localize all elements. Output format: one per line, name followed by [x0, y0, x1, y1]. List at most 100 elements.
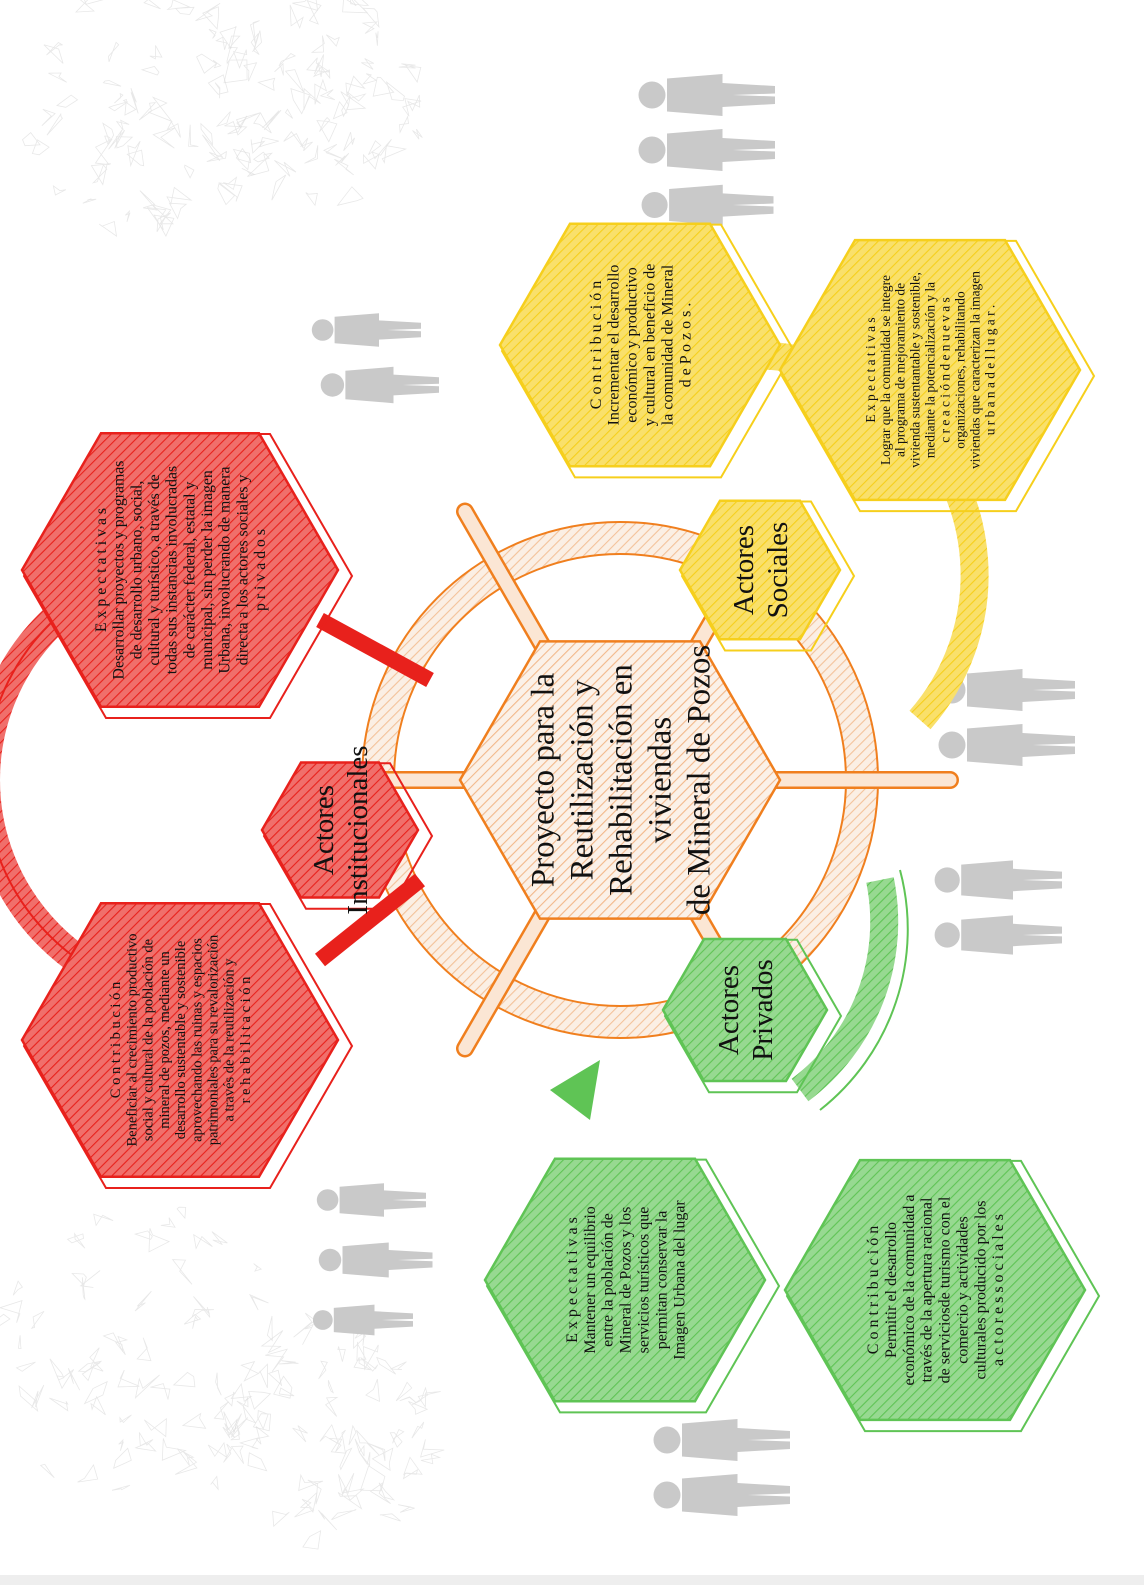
hub-hexagon-institucionales: ActoresInstitucionales — [260, 745, 434, 915]
card-text-line: y cultural en beneficio de — [642, 264, 659, 427]
hub-label-institucionales: ActoresInstitucionales — [308, 745, 374, 914]
title-line: Rehabilitación en — [604, 664, 640, 896]
person-silhouette — [638, 129, 775, 171]
tree-sketch — [0, 1206, 299, 1491]
card-text-contribucion: C o n t r i b u c i ó nIncrementar el de… — [588, 264, 695, 427]
person-silhouette — [641, 184, 774, 226]
card-text-line: c r e a c i ó n d e n u e v a s — [938, 297, 953, 442]
hub-label-line: Actores — [728, 525, 760, 615]
card-text-line: a c t o r e s s o c i a l e s — [990, 1214, 1007, 1366]
card-text-line: E x p e c t a t i v a s — [564, 1217, 581, 1343]
card-text-contribucion: C o n t r i b u c i ó nPermitir el desar… — [865, 1194, 1007, 1385]
hub-label-line: Sociales — [762, 522, 794, 619]
card-text-line: desarrollo sustentable y sostenible — [173, 941, 189, 1140]
card-text-line: E x p e c t a t i v a s — [863, 317, 878, 422]
title-line: Reutilización y — [565, 679, 601, 880]
card-text-line: Permitir el desarrollo — [883, 1222, 900, 1358]
center-project-hexagon: Proyecto para laReutilización yRehabilit… — [458, 640, 782, 920]
card-text-line: económico de la comunidad a — [901, 1194, 918, 1385]
background-decoration — [0, 0, 1075, 1550]
hub-label-line: Actores — [713, 965, 745, 1055]
card-text-line: u r b a n a d e l l u g a r . — [983, 305, 998, 436]
person-silhouette — [316, 1183, 427, 1217]
hub-label-line: Privados — [747, 959, 779, 1061]
hub-label-line: Actores — [308, 785, 340, 875]
card-hexagon-privados-expectativas: E x p e c t a t i v a sMantener un equil… — [483, 1157, 781, 1414]
tree-sketch — [223, 0, 423, 207]
hub-hexagon-sociales: ActoresSociales — [678, 499, 856, 652]
title-line: Proyecto para la — [526, 672, 562, 887]
card-text-line: d e P o z o s . — [677, 303, 694, 388]
card-text-line: organizaciones, rehabilitando — [953, 291, 968, 449]
person-silhouette — [320, 366, 439, 404]
card-text-line: Imagen Urbana del lugar — [671, 1200, 688, 1360]
card-text-line: comercio y actividades — [954, 1216, 971, 1364]
card-text-line: r e h a b i l i t a c i ó n — [238, 976, 254, 1104]
spoke — [456, 892, 559, 1058]
hub-label-line: Institucionales — [342, 745, 374, 914]
person-silhouette — [638, 74, 775, 116]
card-text-line: todas sus instancias involucradas — [164, 466, 181, 674]
person-silhouette — [653, 1474, 790, 1516]
card-text-line: al programa de mejoramiento de — [893, 283, 908, 457]
card-hexagon-sociales-expectativas: E x p e c t a t i v a sLograr que la com… — [778, 238, 1096, 513]
card-text-line: E x p e c t a t i v a s — [93, 508, 110, 632]
card-text-line: la comunidad de Mineral — [660, 264, 677, 425]
card-text-line: patrimoniales para su revalorización — [206, 934, 222, 1145]
person-silhouette — [938, 724, 1075, 766]
person-silhouette — [653, 1419, 790, 1461]
card-text-line: C o n t r i b u c i ó n — [108, 981, 124, 1098]
card-text-expectativas: E x p e c t a t i v a sDesarrollar proye… — [93, 461, 269, 680]
card-text-line: viviendas que caracterizan la imagen — [968, 271, 983, 469]
person-silhouette — [318, 1242, 433, 1278]
card-text-line: Desarrollar proyectos y programas — [111, 461, 128, 680]
card-text-line: a través de la reutilización y — [222, 958, 238, 1122]
card-text-line: vivienda sustentantable y sostenible, — [908, 272, 923, 468]
title-line: viviendas — [643, 717, 679, 843]
card-text-line: de carácter federal, estatal y — [181, 482, 198, 659]
card-text-line: Mantener un equilibrio — [582, 1206, 599, 1354]
card-text-line: Lograr que la comunidad se integre — [878, 275, 893, 465]
hub-label-privados: ActoresPrivados — [713, 959, 779, 1061]
hub-label-sociales: ActoresSociales — [728, 522, 794, 619]
center-project-title: Proyecto para laReutilización yRehabilit… — [526, 645, 718, 915]
card-text-line: culturales producido por los — [972, 1200, 989, 1379]
group-sociales: ActoresSociales C o n t r i b u c i ó nIn… — [498, 222, 1096, 652]
card-text-line: social y cultural de la población de — [141, 939, 157, 1141]
person-silhouette — [311, 313, 422, 347]
card-hexagon-institucionales-expectativas: E x p e c t a t i v a sDesarrollar proye… — [20, 431, 354, 719]
card-text-expectativas: E x p e c t a t i v a sMantener un equil… — [564, 1200, 689, 1360]
card-text-line: C o n t r i b u c i ó n — [865, 1226, 882, 1354]
card-text-line: Incrementar el desarrollo — [606, 265, 623, 426]
hub-hexagon-privados: ActoresPrivados — [661, 937, 843, 1094]
card-hexagon-sociales-contribucion: C o n t r i b u c i ó nIncrementar el de… — [498, 222, 796, 479]
card-text-line: de desarrollo urbano, social, — [128, 481, 145, 660]
group-privados: ActoresPrivados E x p e c t a t i v a sMa… — [483, 937, 1101, 1433]
card-text-line: entre la población de — [600, 1213, 617, 1347]
title-line: de Mineral de Pozos — [682, 645, 718, 915]
card-hexagon-privados-contribucion: C o n t r i b u c i ó nPermitir el desar… — [783, 1158, 1101, 1433]
person-silhouette — [312, 1304, 414, 1336]
card-text-line: Urbana, involucrando de manera — [217, 466, 234, 673]
bottom-strip — [0, 1575, 1144, 1585]
person-silhouette — [934, 860, 1062, 900]
tree-sketch — [22, 0, 276, 237]
card-text-line: permitan conservar la — [653, 1211, 670, 1350]
card-text-expectativas: E x p e c t a t i v a sLograr que la com… — [863, 271, 998, 469]
card-text-line: de serviciosde turismo con el — [937, 1196, 954, 1383]
card-text-line: económico y productivo — [624, 267, 641, 423]
card-hexagon-institucionales-contribucion: C o n t r i b u c i ó nBeneficiar al cre… — [20, 901, 354, 1189]
group-institucionales: ActoresInstitucionales E x p e c t a t i … — [20, 431, 434, 1189]
card-text-line: través de la apertura racional — [919, 1197, 936, 1382]
card-text-line: p r i v a d o s — [252, 529, 269, 611]
card-text-line: municipal, sin perder la imagen — [199, 470, 216, 670]
card-text-line: Mineral de Pozos y los — [618, 1207, 635, 1354]
card-text-line: C o n t r i b u c i ó n — [588, 281, 605, 409]
card-text-line: servicios turísticos que — [636, 1207, 653, 1354]
card-text-line: aprovechando las ruinas y espacios — [189, 938, 205, 1142]
card-text-line: mediante la potencialización y la — [923, 282, 938, 458]
spoke — [456, 502, 559, 668]
tree-sketch — [222, 1312, 445, 1550]
